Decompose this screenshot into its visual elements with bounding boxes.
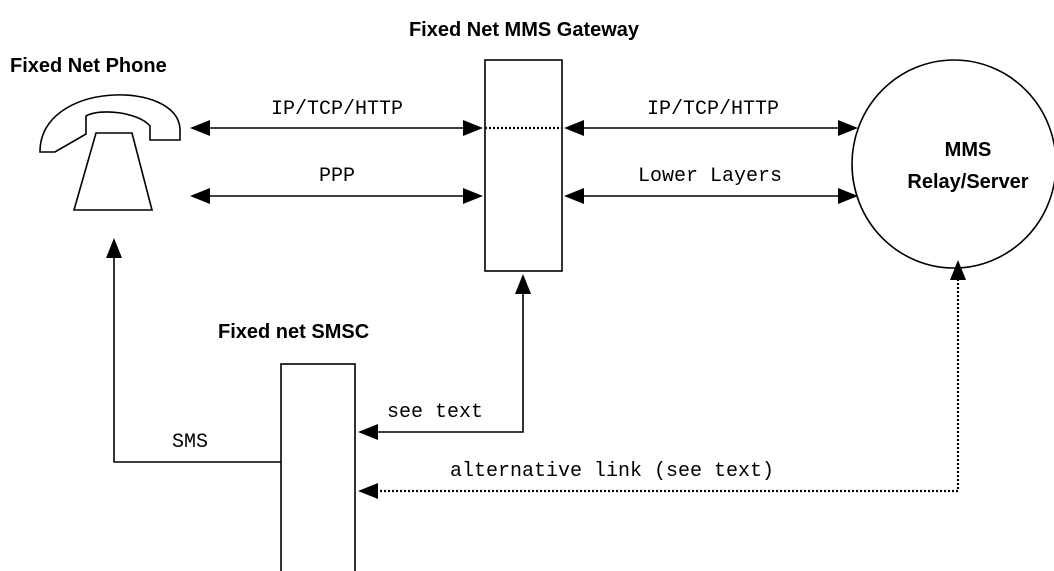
phone-gateway-ppp-label: PPP <box>319 165 355 188</box>
server-smsc-alt-link <box>358 260 966 499</box>
gateway-box <box>484 59 563 272</box>
server-ellipse <box>851 59 1054 269</box>
server-label-line2: Relay/Server <box>907 171 1028 193</box>
server-label-line1: MMS <box>945 139 992 161</box>
smsc-phone-link <box>106 238 281 463</box>
phone-gateway-ppp-link <box>190 188 483 204</box>
server-smsc-alt-label: alternative link (see text) <box>450 460 774 483</box>
smsc-box <box>280 363 356 571</box>
phone-gateway-http-label: IP/TCP/HTTP <box>271 98 403 121</box>
gateway-server-lower-link <box>564 188 858 204</box>
smsc-phone-label: SMS <box>172 431 208 454</box>
phone-gateway-http-link <box>190 120 483 136</box>
gateway-server-http-link <box>564 120 858 136</box>
smsc-title: Fixed net SMSC <box>218 321 369 343</box>
gateway-server-http-label: IP/TCP/HTTP <box>647 98 779 121</box>
phone-icon <box>39 94 181 211</box>
gateway-title: Fixed Net MMS Gateway <box>409 19 640 41</box>
gateway-server-lower-label: Lower Layers <box>638 165 782 188</box>
smsc-gateway-link <box>358 274 531 440</box>
phone-title: Fixed Net Phone <box>10 55 167 77</box>
smsc-gateway-label: see text <box>387 401 483 424</box>
